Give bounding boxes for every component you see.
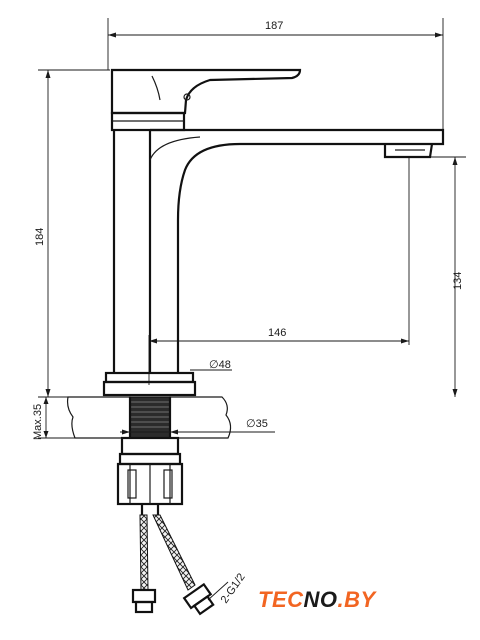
spout-height-dimension: 134 [400, 156, 466, 397]
max-thickness-dimension: Max.35 [32, 396, 75, 440]
spout-reach-dimension: 146 [148, 157, 410, 385]
countertop-section [66, 396, 232, 439]
brand-logo: TECNO.BY [258, 587, 376, 613]
height-dimension: 184 [34, 69, 110, 397]
base-diameter-callout: ∅48 [190, 359, 232, 371]
brand-part-2: NO [303, 587, 338, 612]
brand-part-3: .BY [337, 587, 376, 612]
hole-diameter-label: ∅35 [246, 418, 268, 430]
base-diameter-label: ∅48 [209, 359, 231, 371]
hole-diameter-dimension: ∅35 [120, 418, 275, 435]
connection-label: 2-G1/2 [219, 571, 248, 605]
mounting-nut [116, 436, 184, 515]
brand-part-1: TEC [258, 587, 304, 612]
spout-reach-label: 146 [268, 327, 286, 339]
spout-height-label: 134 [452, 272, 464, 290]
faucet-body [102, 68, 445, 397]
overall-width-label: 187 [265, 20, 283, 32]
overall-height-label: 184 [34, 228, 46, 246]
flexible-hoses: 2-G1/2 [131, 514, 248, 616]
width-dimension: 187 [107, 18, 444, 130]
max-thickness-label: Max.35 [32, 404, 44, 440]
